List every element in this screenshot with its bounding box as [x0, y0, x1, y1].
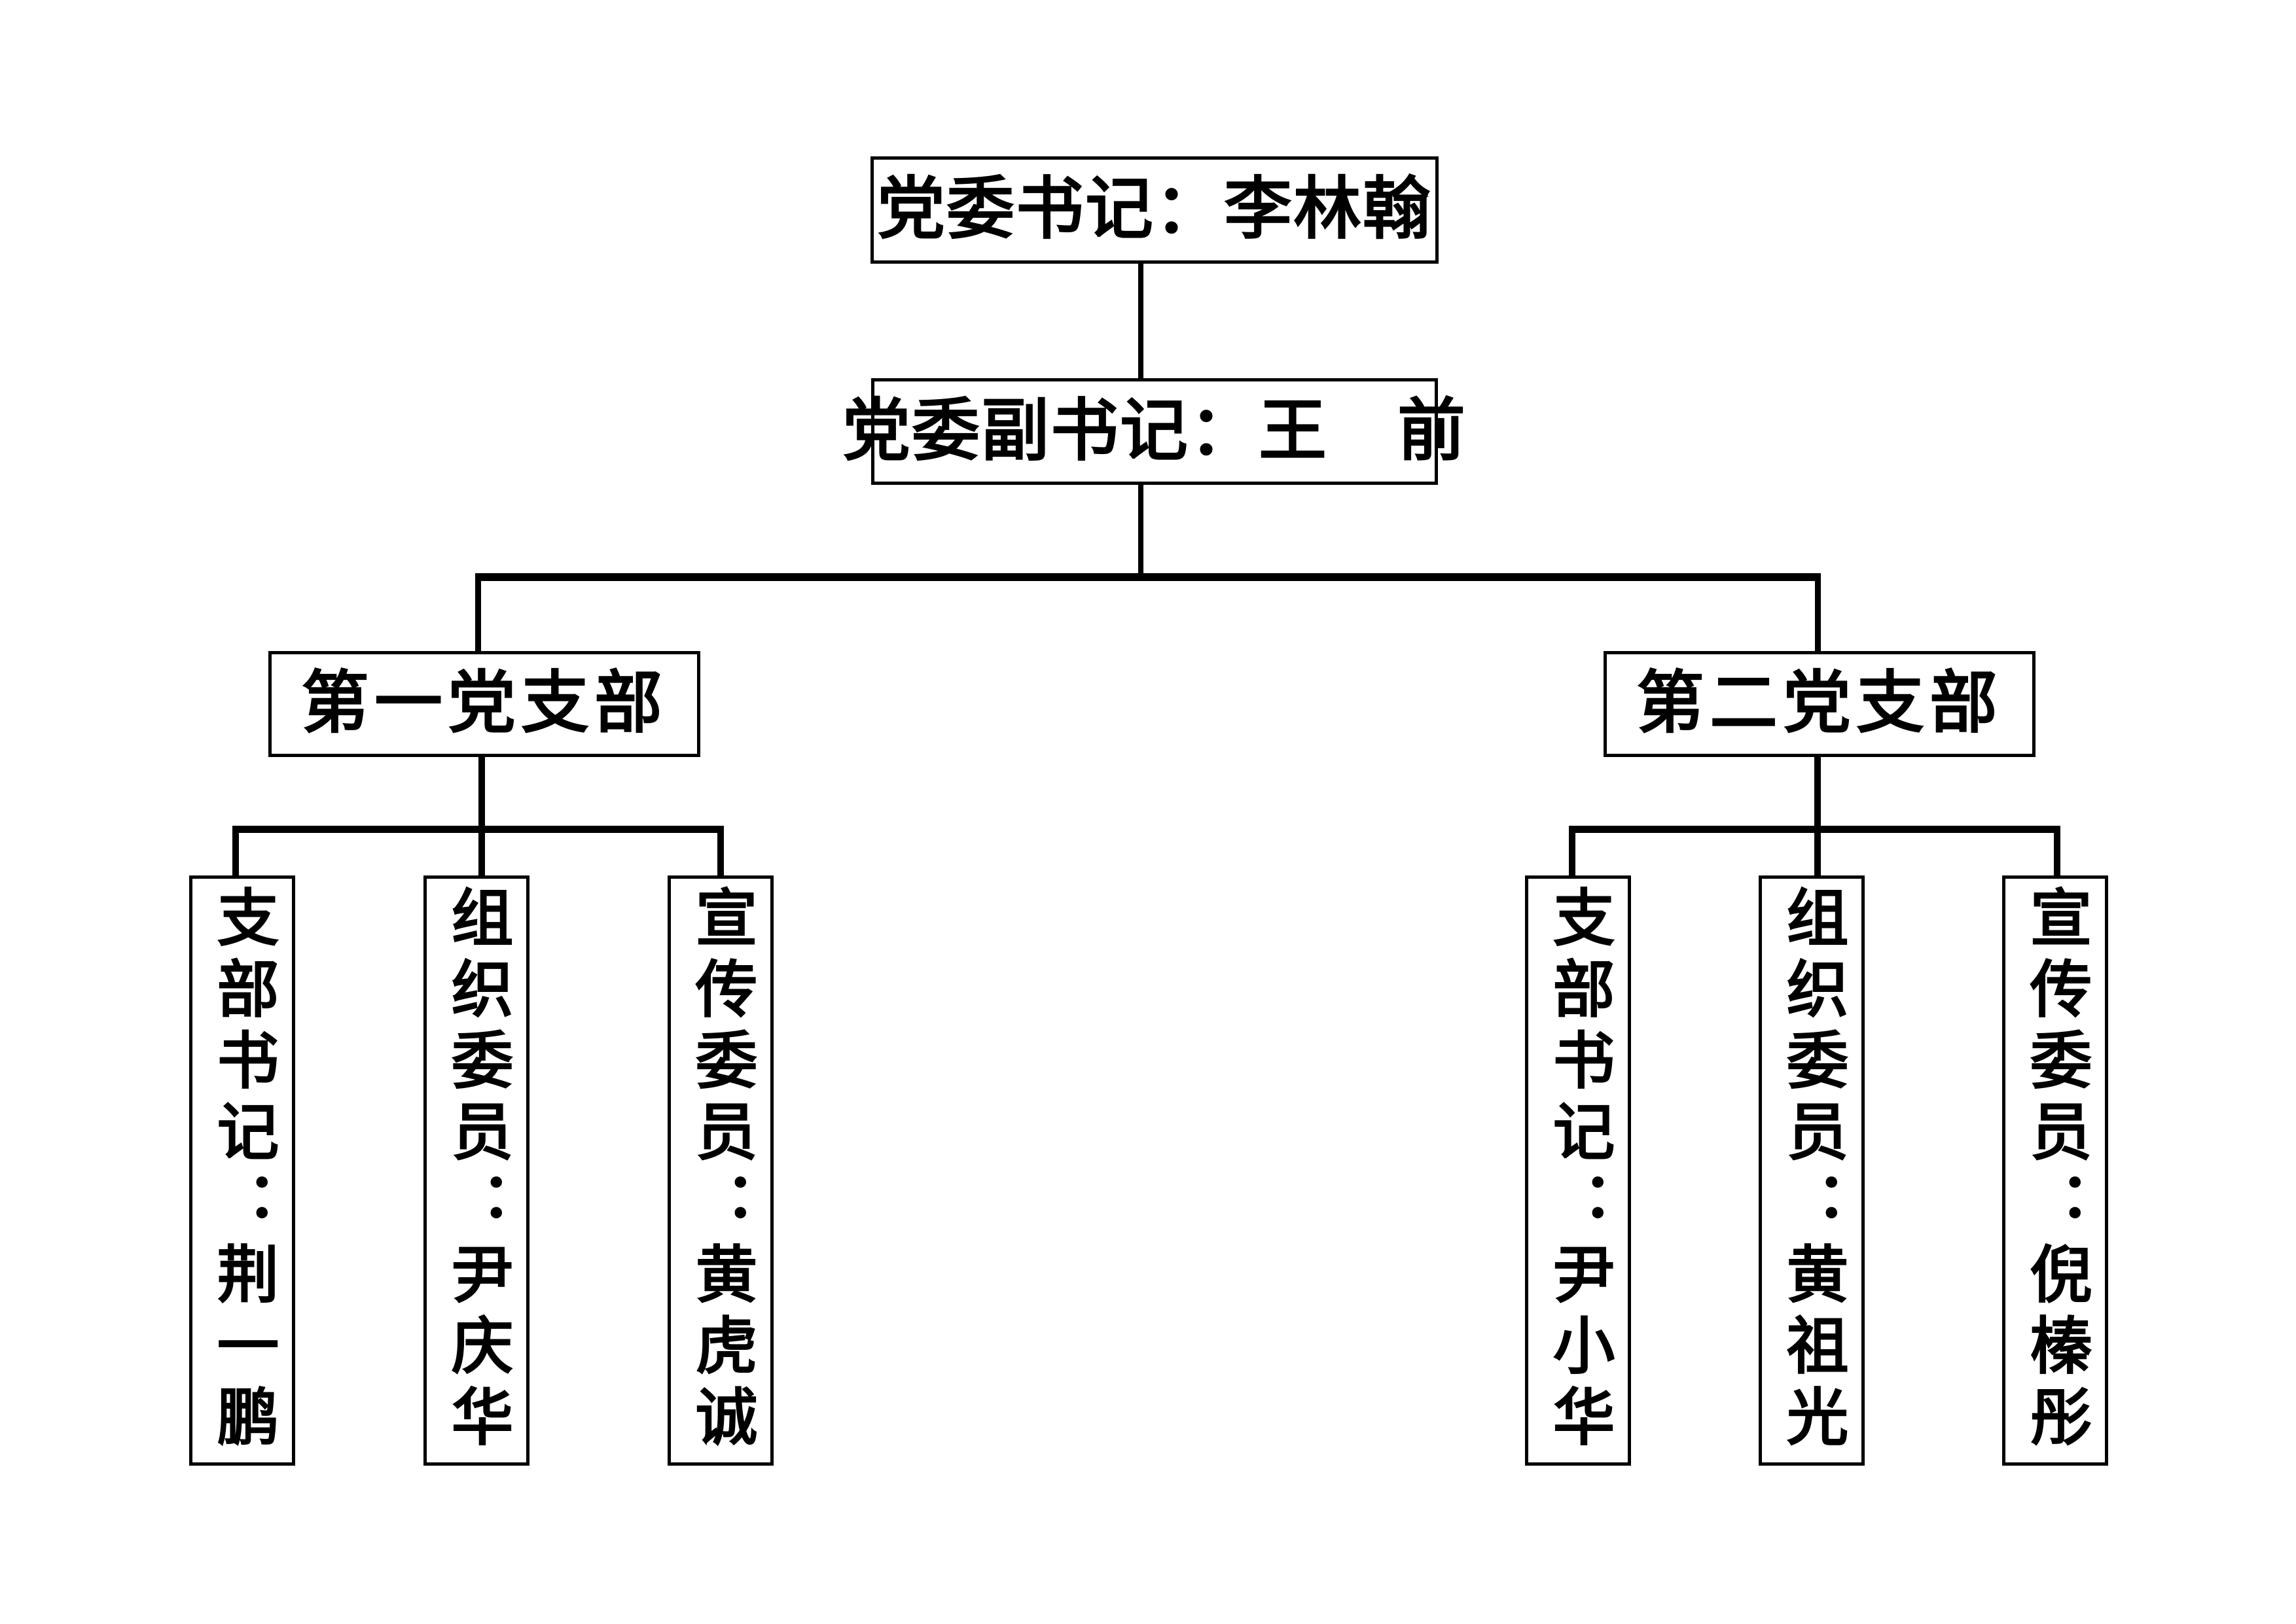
node-branch2-secretary: 支部书记：尹小华 — [1525, 875, 1631, 1466]
node-branch2-organization-member: 组织委员：黄祖光 — [1759, 875, 1865, 1466]
node-branch-2: 第二党支部 — [1604, 651, 2036, 757]
node-branch2-publicity-member-label: 宣传委员：倪榛彤 — [2020, 885, 2090, 1456]
connector-branch2-junction — [1814, 756, 1821, 832]
junction-drop-right — [1815, 573, 1821, 652]
drop-branch1-member1 — [232, 826, 239, 877]
node-branch-2-label: 第二党支部 — [1636, 666, 2003, 741]
drop-branch1-member3 — [717, 826, 724, 877]
junction-horizontal-main — [475, 573, 1821, 581]
node-branch2-secretary-label: 支部书记：尹小华 — [1543, 885, 1613, 1456]
subjunction-horizontal-left — [232, 826, 724, 833]
connector-deputy-junction — [1138, 484, 1143, 577]
node-branch1-publicity-member: 宣传委员：黄虎诚 — [668, 875, 774, 1466]
node-branch1-publicity-member-label: 宣传委员：黄虎诚 — [686, 885, 756, 1456]
junction-drop-left — [475, 573, 481, 652]
node-party-secretary: 党委书记：李林翰 — [870, 156, 1439, 264]
drop-branch1-member2 — [478, 826, 485, 877]
connector-branch1-junction — [478, 756, 485, 832]
node-deputy-party-secretary: 党委副书记：王 前 — [842, 378, 1465, 485]
drop-branch2-member1 — [1569, 826, 1575, 877]
node-branch1-secretary-label: 支部书记：荆一鹏 — [207, 885, 278, 1456]
drop-branch2-member3 — [2054, 826, 2060, 877]
node-branch1-organization-member-label: 组织委员：尹庆华 — [442, 885, 512, 1456]
node-branch-1-label: 第一党支部 — [300, 666, 668, 741]
node-branch2-publicity-member: 宣传委员：倪榛彤 — [2002, 875, 2108, 1466]
drop-branch2-member2 — [1814, 826, 1821, 877]
node-branch-1: 第一党支部 — [268, 651, 700, 757]
node-branch2-organization-member-label: 组织委员：黄祖光 — [1777, 885, 1847, 1456]
connector-root-deputy — [1138, 262, 1143, 380]
node-branch1-secretary: 支部书记：荆一鹏 — [189, 875, 295, 1466]
node-branch1-organization-member: 组织委员：尹庆华 — [423, 875, 529, 1466]
node-deputy-party-secretary-label: 党委副书记：王 前 — [842, 393, 1467, 469]
node-party-secretary-label: 党委书记：李林翰 — [876, 172, 1432, 247]
